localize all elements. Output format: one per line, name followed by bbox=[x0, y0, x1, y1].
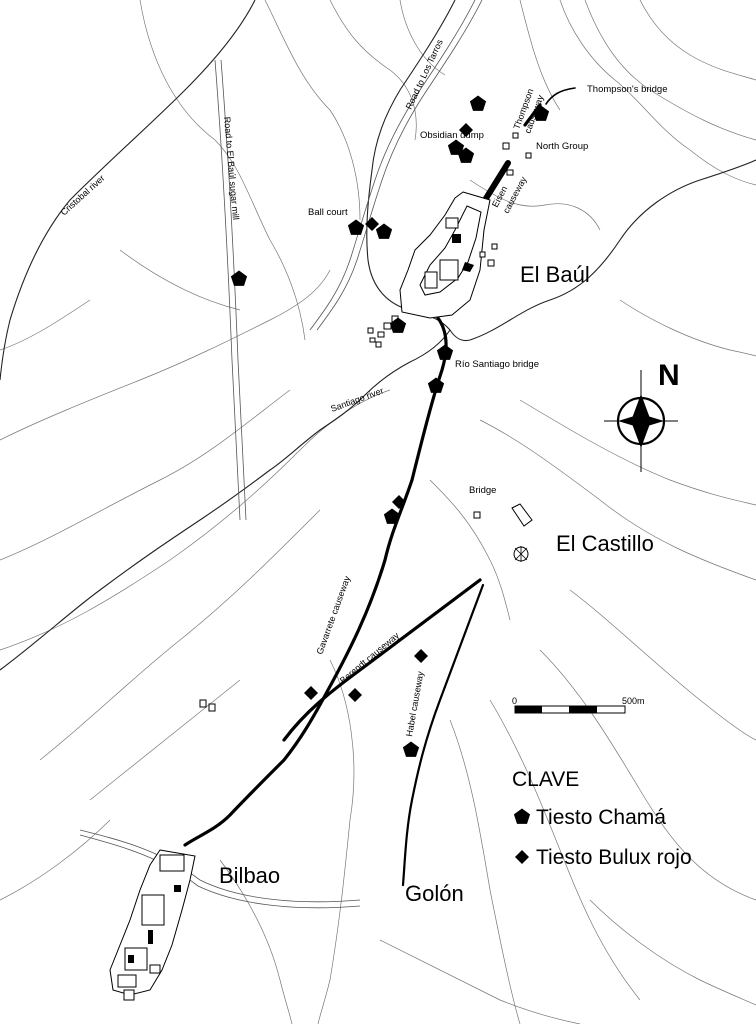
rivers bbox=[0, 0, 756, 671]
chama-mark bbox=[427, 377, 445, 393]
label-obsidian-dump: Obsidian dump bbox=[420, 130, 484, 141]
place-bilbao: Bilbao bbox=[219, 863, 280, 888]
chama-mark bbox=[230, 270, 248, 286]
legend-title: CLAVE bbox=[512, 768, 579, 791]
chama-mark bbox=[402, 741, 420, 757]
label-north-group: North Group bbox=[536, 141, 588, 152]
bulux-mark bbox=[304, 686, 318, 700]
chama-mark bbox=[436, 344, 454, 360]
label-gavarrete-causeway: Gavarrete causeway bbox=[314, 574, 352, 655]
scale-start: 0 bbox=[512, 696, 517, 706]
label-cristobal-river: Cristobal river bbox=[59, 173, 107, 218]
legend-pentagon-icon bbox=[513, 808, 531, 824]
label-bridge: Bridge bbox=[469, 485, 496, 496]
place-golon: Golón bbox=[405, 881, 464, 906]
chama-mark bbox=[375, 223, 393, 239]
place-el-castillo: El Castillo bbox=[556, 531, 654, 556]
legend-item-bulux: Tiesto Bulux rojo bbox=[536, 846, 692, 869]
scale-end: 500m bbox=[622, 696, 645, 706]
chama-mark bbox=[383, 508, 401, 524]
label-santiago-river: Santiago river bbox=[329, 385, 385, 413]
label-ball-court: Ball court bbox=[308, 207, 348, 218]
place-el-baul: El Baúl bbox=[520, 262, 590, 287]
causeways bbox=[183, 87, 576, 887]
el-baul-structures bbox=[199, 132, 533, 712]
bilbao-structures bbox=[109, 849, 196, 1001]
label-thompsons-bridge: Thompson's bridge bbox=[587, 84, 668, 95]
bulux-mark bbox=[414, 649, 428, 663]
legend: CLAVE Tiesto Chamá Tiesto Bulux rojo bbox=[512, 768, 692, 869]
label-habel-causeway: Habel causeway bbox=[404, 670, 425, 737]
roads bbox=[79, 0, 483, 909]
bulux-mark bbox=[348, 688, 362, 702]
north-arrow: N bbox=[604, 359, 680, 472]
label-berendt-causeway: Berendt causeway bbox=[338, 630, 402, 686]
label-rio-santiago-bridge: Río Santiago bridge bbox=[455, 359, 539, 370]
legend-item-chama: Tiesto Chamá bbox=[536, 806, 666, 829]
chama-mark bbox=[469, 95, 487, 111]
legend-diamond-icon bbox=[515, 850, 529, 864]
north-letter: N bbox=[658, 359, 680, 392]
scale-bar: 0 500m bbox=[512, 696, 645, 714]
